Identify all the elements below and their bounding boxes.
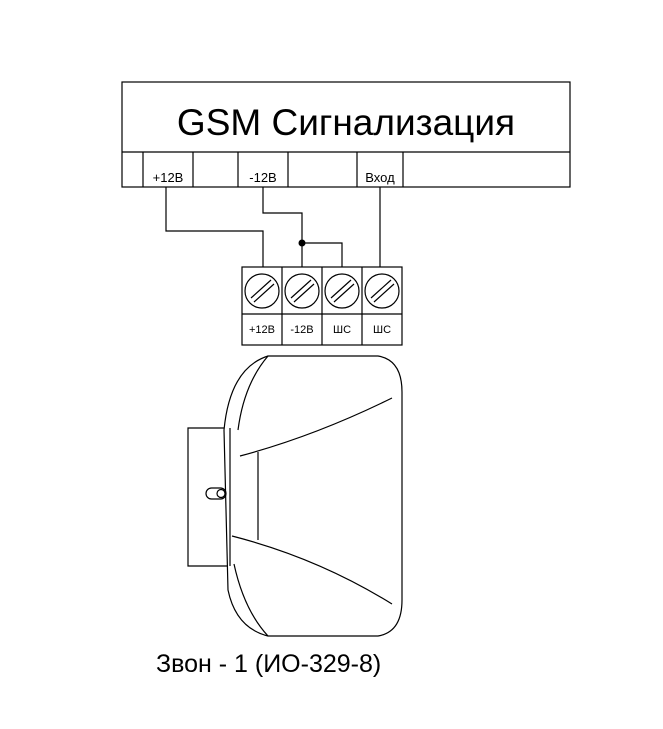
terminal-block: +12В -12В ШС ШС (241, 266, 403, 346)
wires (165, 187, 381, 267)
gsm-module: GSM Сигнализация +12В -12В Вход (121, 81, 571, 188)
detector-top-curve (239, 397, 393, 457)
wire-minus12-shs-jumper (302, 242, 343, 267)
terminal-label-minus12: -12В (290, 324, 313, 336)
detector-mount-plate (187, 427, 230, 567)
wire-plus12 (165, 187, 264, 267)
module-pin-label-plus12: +12В (153, 170, 184, 185)
terminal-label-shs-2: ШС (373, 324, 391, 336)
detector-bottom-curve (231, 535, 393, 605)
gsm-module-title: GSM Сигнализация (177, 102, 515, 143)
terminal-label-plus12: +12В (249, 324, 275, 336)
terminal-label-shs-1: ШС (333, 324, 351, 336)
device-caption: Звон - 1 (ИО-329-8) (156, 650, 381, 678)
led-indicator-icon (205, 487, 227, 500)
led-lens-icon (216, 488, 226, 499)
screw-icon (244, 273, 280, 309)
detector-device (187, 355, 403, 637)
wire-minus12 (262, 187, 303, 267)
gsm-module-box (121, 81, 571, 188)
detector-top-edge (237, 355, 269, 431)
screw-icon (364, 273, 400, 309)
module-pin-label-minus12: -12В (249, 170, 276, 185)
junction-dot (298, 239, 306, 247)
module-pin-label-input: Вход (365, 170, 395, 185)
screw-icon (324, 273, 360, 309)
detector-bottom-edge (233, 563, 269, 637)
screw-icon (284, 273, 320, 309)
